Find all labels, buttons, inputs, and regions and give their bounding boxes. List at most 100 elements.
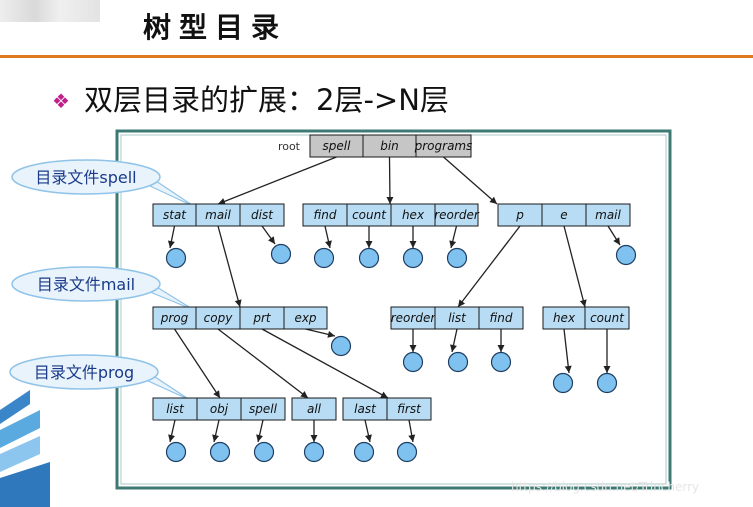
blurred-logo [0,0,100,22]
directory-entry-label: list [448,311,467,325]
directory-entry-label: find [314,208,337,222]
directory-entry [478,306,524,330]
file-link [563,328,570,374]
directory-entry-label: first [397,402,422,416]
decorative-stripes [0,390,50,507]
directory-entry-label: e [560,208,567,222]
file-link-head [168,434,175,442]
link-mail-prog [173,328,221,399]
callout-bubble [11,159,161,195]
file-node [353,441,375,463]
callout-tail [147,374,191,401]
file-link-head [365,434,372,442]
bullet-diamond-icon: ❖ [52,89,70,113]
file-node [330,335,352,357]
file-node [615,244,637,266]
directory-entry-label: spell [249,402,278,416]
directory-entry-label: dist [251,208,274,222]
link-programs-e [563,225,586,308]
file-node [270,243,292,265]
directory-entry-label: list [166,402,185,416]
file-node [446,247,468,269]
file-link-head [212,434,219,442]
directory-entry [584,306,630,330]
directory-entry-label: count [352,208,387,222]
file-link-head [365,241,373,248]
link-programs-p-head [458,299,466,307]
directory-entry-label: hex [402,208,425,222]
file-node [209,441,231,463]
directory-entry-label: mail [205,208,231,222]
directory-entry [415,134,472,158]
heading: 双层目录的扩展：2层->N层 [84,83,449,117]
file-link-head [603,366,611,373]
link-mail-prt-head [380,391,388,398]
link-spell-mail-head [234,299,242,307]
directory-entry-label: all [307,402,322,416]
directory-entry-label: reorder [434,208,480,222]
link-root-programs [443,156,498,205]
file-node [552,372,574,394]
directory-entry [585,203,631,227]
link-programs-e-head [579,299,587,307]
callout-tail [148,180,196,208]
file-node [303,441,325,463]
directory-entry [291,397,337,421]
directory-entry-label: count [590,311,625,325]
directory-entry-label: obj [210,402,229,416]
link-spell-mail [217,225,241,308]
directory-entry-label: mail [595,208,621,222]
file-link-head [310,435,318,442]
directory-entry [240,397,286,421]
file-node [165,247,187,269]
diagram-frame [115,129,672,490]
file-node [358,247,380,269]
link-mail-copy-head [300,390,308,398]
callout-bubble [11,266,161,302]
directory-entry [434,203,479,227]
link-mail-copy [217,328,309,399]
link-root-bin-head [386,196,394,204]
directory-entry [283,306,328,330]
file-link-head [613,237,620,245]
callout-label: 目录文件mail [37,275,135,294]
file-node [165,441,187,463]
link-root-programs-head [489,196,497,204]
file-link-head [409,241,417,248]
callout-label: 目录文件spell [35,168,136,187]
file-link-head [325,240,332,248]
file-node [447,351,469,373]
file-node [402,351,424,373]
file-link-head [256,434,263,442]
directory-entry-label: hex [553,311,576,325]
file-node [313,247,335,269]
file-link-head [449,240,457,248]
file-node [253,441,275,463]
file-link-head [450,344,457,352]
file-link-head [327,330,335,338]
callout-bubble [9,354,159,390]
link-root-spell [217,156,337,205]
file-node [596,372,618,394]
link-root-bin [388,156,391,205]
directory-entry-label: copy [204,311,234,325]
directory-entry-label: exp [294,311,316,325]
file-link-head [564,365,572,373]
file-node [490,351,512,373]
file-link-head [268,236,275,244]
directory-entry-label: bin [380,139,399,153]
page-title: 树型目录 [143,11,288,44]
directory-entry-label: stat [163,208,187,222]
directory-entry [386,397,432,421]
directory-entry-label: find [490,311,513,325]
file-link-head [167,240,175,248]
link-mail-prt [261,328,389,399]
directory-entry-label: reorder [391,311,437,325]
directory-entry-label: p [515,208,524,222]
watermark: https://blog.csdn.net/Trincherry [511,480,700,494]
title-rule [0,55,753,58]
file-node [396,441,418,463]
file-link-head [409,345,417,352]
directory-entry-label: last [354,402,377,416]
directory-entry-label: programs [414,139,473,153]
